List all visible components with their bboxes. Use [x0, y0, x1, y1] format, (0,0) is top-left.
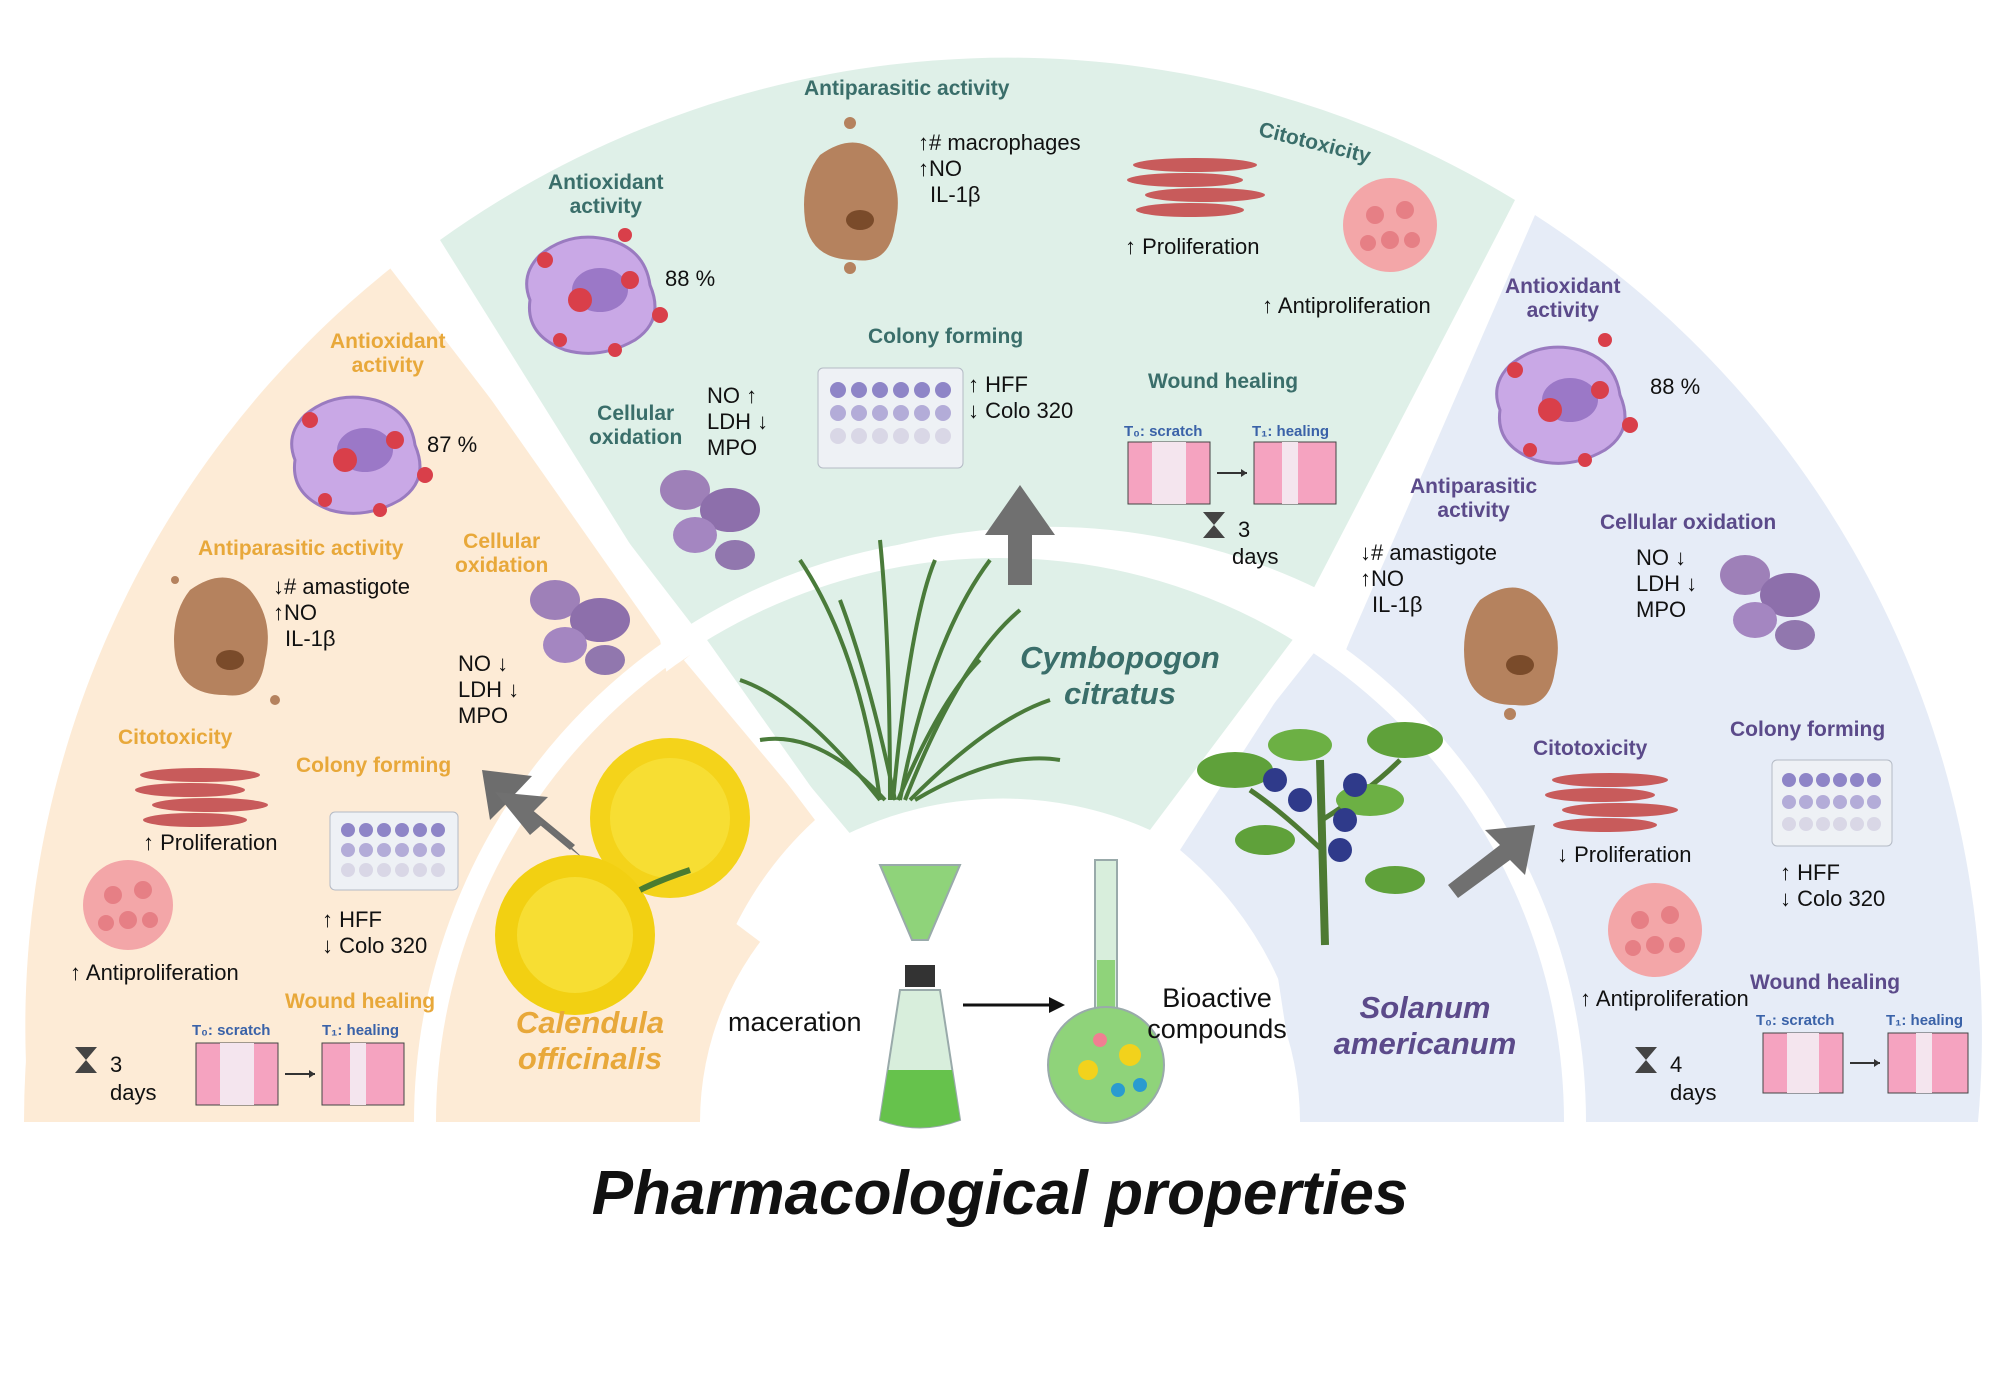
calendula-cellular-item: MPO	[458, 703, 509, 728]
solanum-colony-heading: Colony forming	[1730, 718, 1886, 741]
cymbopogon-antiparasitic-item: IL-1β	[930, 182, 981, 207]
calendula-wound-heading: Wound healing	[285, 990, 436, 1013]
calendula-colony-heading: Colony forming	[296, 754, 452, 777]
calendula-citotoxicity-heading: Citotoxicity	[118, 726, 233, 749]
solanum-cellular-heading: Cellular oxidation	[1600, 511, 1777, 534]
cymbopogon-cellular-item: LDH ↓	[707, 409, 769, 434]
cymbopogon-t1-label: T₁: healing	[1252, 423, 1330, 440]
calendula-colony-item: ↑ HFF	[322, 907, 382, 932]
calendula-t1-label: T₁: healing	[322, 1022, 400, 1039]
calendula-t0-label: T₀: scratch	[192, 1022, 271, 1039]
cymbopogon-antiparasitic-item: ↑NO	[918, 156, 962, 181]
calendula-wound-days-num: 3	[110, 1052, 123, 1077]
solanum-citotoxicity-heading: Citotoxicity	[1533, 737, 1648, 760]
cymbopogon-antiproliferation: ↑ Antiproliferation	[1262, 293, 1431, 318]
solanum-antiparasitic-item: ↑NO	[1360, 566, 1404, 591]
solanum-cellular-item: NO ↓	[1636, 545, 1687, 570]
solanum-cellular-item: MPO	[1636, 597, 1687, 622]
calendula-antiparasitic-item: IL-1β	[285, 626, 336, 651]
calendula-proliferation: ↑ Proliferation	[143, 830, 278, 855]
solanum-wound-heading: Wound healing	[1750, 971, 1901, 994]
cymbopogon-antiparasitic-item: ↑# macrophages	[918, 130, 1081, 155]
solanum-proliferation: ↓ Proliferation	[1557, 842, 1692, 867]
solanum-antioxidant-value: 88 %	[1650, 374, 1701, 399]
solanum-wound-days-unit: days	[1670, 1080, 1717, 1105]
page-title: Pharmacological properties	[591, 1159, 1409, 1228]
cymbopogon-cellular-item: MPO	[707, 435, 758, 460]
calendula-antioxidant-value: 87 %	[427, 432, 478, 457]
solanum-colony-item: ↓ Colo 320	[1780, 886, 1886, 911]
arrow-cymbopogon	[985, 485, 1055, 585]
arrow-solanum	[1448, 825, 1535, 898]
calendula-cellular-item: NO ↓	[458, 651, 509, 676]
solanum-antiparasitic-item: IL-1β	[1372, 592, 1423, 617]
cymbopogon-colony-item: ↑ HFF	[968, 372, 1028, 397]
calendula-wound-days-unit: days	[110, 1080, 157, 1105]
arrow-calendula-main	[495, 792, 585, 860]
calendula-antiparasitic-heading: Antiparasitic activity	[198, 537, 404, 560]
calendula-cellular-item: LDH ↓	[458, 677, 520, 702]
cymbopogon-proliferation: ↑ Proliferation	[1125, 234, 1260, 259]
cymbopogon-antioxidant-value: 88 %	[665, 266, 716, 291]
calendula-antiparasitic-item: ↓# amastigote	[273, 574, 410, 599]
cymbopogon-wound-days-unit: days	[1232, 544, 1279, 569]
cymbopogon-t0-label: T₀: scratch	[1124, 423, 1203, 440]
calendula-colony-item: ↓ Colo 320	[322, 933, 428, 958]
solanum-colony-item: ↑ HFF	[1780, 860, 1840, 885]
solanum-wound-days-num: 4	[1670, 1052, 1683, 1077]
cymbopogon-wound-heading: Wound healing	[1148, 370, 1299, 393]
solanum-t0-label: T₀: scratch	[1756, 1012, 1835, 1029]
solanum-t1-label: T₁: healing	[1886, 1012, 1964, 1029]
calendula-antiproliferation: ↑ Antiproliferation	[70, 960, 239, 985]
calendula-antiparasitic-item: ↑NO	[273, 600, 317, 625]
solanum-antiparasitic-item: ↓# amastigote	[1360, 540, 1497, 565]
cymbopogon-wound-days-num: 3	[1238, 517, 1251, 542]
cymbopogon-cellular-item: NO ↑	[707, 383, 758, 408]
cymbopogon-antiparasitic-heading: Antiparasitic activity	[804, 77, 1010, 100]
cymbopogon-colony-item: ↓ Colo 320	[968, 398, 1074, 423]
maceration-label: maceration	[728, 1007, 862, 1037]
solanum-antiproliferation: ↑ Antiproliferation	[1580, 986, 1749, 1011]
cymbopogon-colony-heading: Colony forming	[868, 325, 1024, 348]
solanum-cellular-item: LDH ↓	[1636, 571, 1698, 596]
